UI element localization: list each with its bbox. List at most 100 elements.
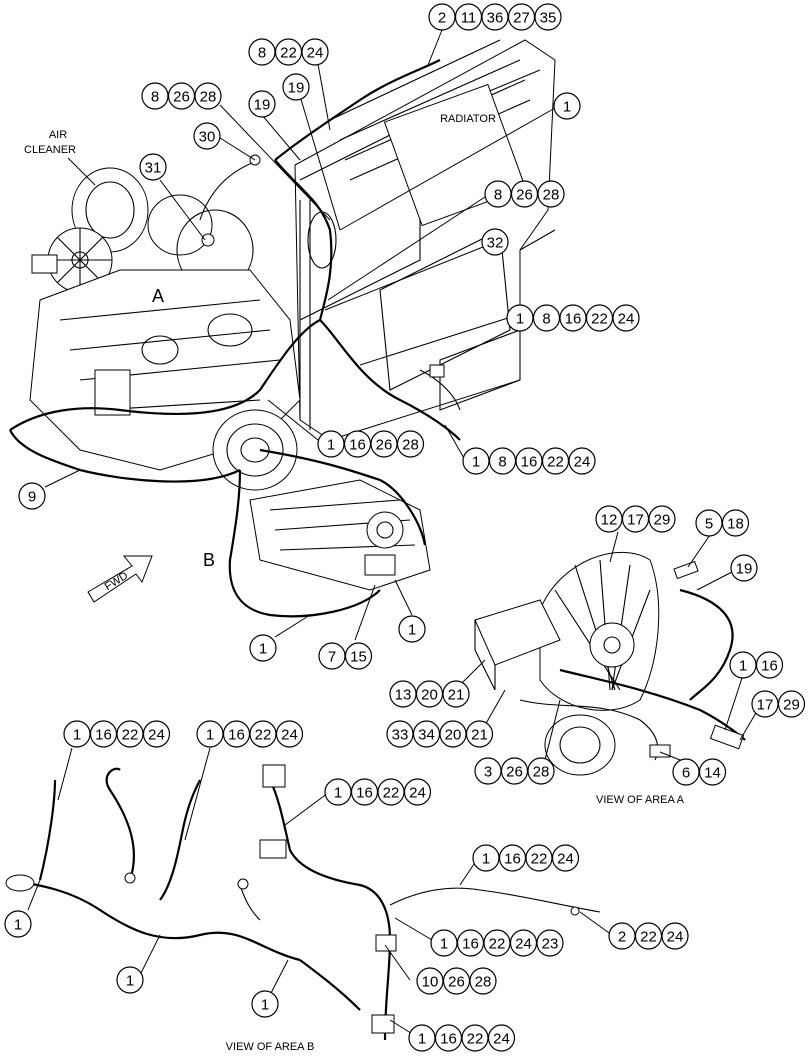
callout-bubble [139,153,167,181]
callout-c-1-trans-right: 1 [398,615,426,643]
callout-number: 20 [421,687,438,704]
view-of-area-b-label: VIEW OF AREA B [226,1041,315,1053]
callout-number: 1 [206,727,214,744]
callout-number: 28 [200,89,217,106]
callout-number: 24 [409,785,426,802]
callout-number: 19 [254,97,271,114]
callout-number: 1 [418,1031,426,1048]
area-a-view-drawing [474,551,746,776]
callout-number: 26 [506,764,523,781]
callout-number: 26 [448,974,465,991]
callout-number: 22 [280,45,297,62]
callout-number: 16 [349,437,366,454]
callout-bubble [553,92,581,120]
callout-c-8-22-24-top: 8 22 24 [248,38,329,66]
callout-number: 22 [489,936,506,953]
callout-number: 34 [418,727,435,744]
callout-number: 18 [727,516,744,533]
fwd-arrow: FWD [87,555,153,603]
callout-bubble [481,228,509,256]
callout-number: 8 [258,45,266,62]
callout-bubble [568,447,596,475]
callout-bubble [251,990,279,1018]
callout-bubble [249,634,277,662]
callout-number: 24 [493,1031,510,1048]
area-b-view-drawing [5,764,601,1041]
callout-number: 16 [95,727,112,744]
callout-c-b-1-lower: 1 [251,990,279,1018]
callout-number: 1 [563,99,571,116]
callout-number: 24 [307,45,324,62]
callout-number: 16 [356,785,373,802]
callout-number: 1 [472,454,480,471]
callout-number: 8 [498,454,506,471]
callout-number: 20 [445,727,462,744]
engine-drawing [29,167,301,491]
callout-bubble [193,122,221,150]
callout-number: 8 [494,187,502,204]
transmission-drawing [249,479,431,591]
callout-bubble [116,966,144,994]
callout-number: 24 [557,851,574,868]
callout-c-b-1-mid: 1 [116,966,144,994]
callout-bubble [465,720,494,748]
callout-bubble [275,720,304,748]
callout-bubble [612,304,640,332]
callout-number: 19 [736,561,753,578]
callout-number: 13 [395,687,412,704]
callout-bubble [698,758,727,786]
callout-number: 26 [516,187,533,204]
callout-bubble [551,844,580,872]
view-of-area-a-label: VIEW OF AREA A [596,794,685,806]
callout-bubble [301,38,329,66]
callout-bubble [396,430,425,458]
callout-number: 6 [682,765,690,782]
callout-number: 24 [281,727,298,744]
area-b-label: B [203,550,215,570]
callout-number: 22 [591,311,608,328]
callout-bubble [527,757,555,785]
callout-number: 1 [482,851,490,868]
callout-number: 24 [515,936,532,953]
callout-number: 30 [199,129,216,146]
area-a-label: A [152,286,164,306]
callout-number: 28 [402,437,419,454]
callout-number: 29 [654,512,671,529]
callout-number: 29 [783,697,800,714]
callout-bubble [661,922,689,950]
callout-number: 2 [438,10,446,27]
callout-number: 24 [574,454,591,471]
callout-bubble [469,967,497,995]
callout-bubble [648,505,676,533]
callout-number: 22 [255,727,272,744]
callout-bubble [730,554,758,582]
callout-bubble [142,720,171,748]
callout-number: 28 [533,764,550,781]
callout-bubble [721,509,750,537]
callout-number: 21 [471,727,488,744]
callout-number: 35 [540,10,557,27]
callout-number: 16 [440,1031,457,1048]
callout-number: 27 [513,10,530,27]
callout-number: 12 [601,512,618,529]
callout-number: 31 [145,160,162,177]
callout-number: 22 [640,929,657,946]
callout-number: 1 [440,936,448,953]
callout-number: 1 [408,622,416,639]
